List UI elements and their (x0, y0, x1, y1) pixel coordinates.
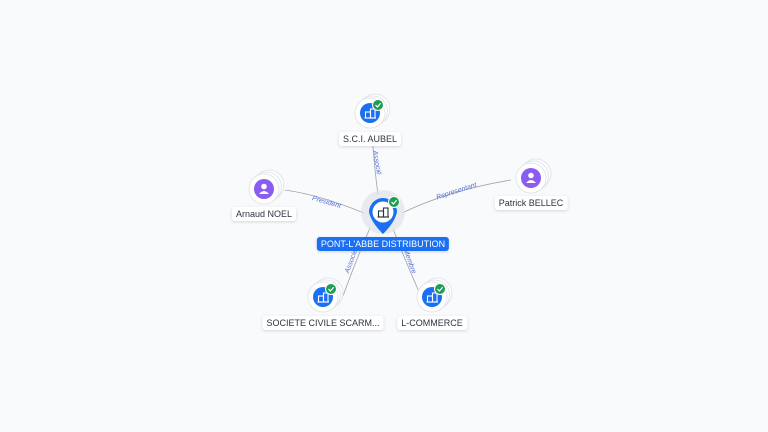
verified-check-icon (372, 99, 384, 111)
node-sci-aubel[interactable] (354, 93, 391, 129)
edge-label-societe-civile: Associé (344, 249, 359, 275)
edge-label-arnaud-noel: President (311, 195, 342, 210)
node-label-societe-civile[interactable]: SOCIETE CIVILE SCARM... (262, 316, 384, 330)
person-icon (521, 168, 541, 188)
node-l-commerce[interactable] (416, 277, 453, 313)
node-label-sci-aubel[interactable]: S.C.I. AUBEL (338, 132, 402, 146)
central-node-label[interactable]: PONT-L'ABBE DISTRIBUTION (316, 237, 450, 251)
central-node[interactable] (361, 190, 405, 234)
verified-check-icon (434, 283, 446, 295)
node-label-patrick-bellec[interactable]: Patrick BELLEC (494, 196, 568, 210)
nodes-layer (248, 93, 552, 313)
edge-label-l-commerce: Membre (402, 248, 417, 275)
verified-check-icon (388, 196, 400, 208)
node-label-l-commerce[interactable]: L-COMMERCE (397, 316, 467, 330)
node-patrick-bellec[interactable] (515, 158, 552, 194)
edge-label-patrick-bellec: Representant (435, 181, 478, 201)
edge-arnaud-noel: President (284, 189, 365, 214)
node-societe-civile[interactable] (307, 277, 344, 313)
node-arnaud-noel[interactable] (248, 169, 285, 205)
verified-check-icon (325, 283, 337, 295)
node-label-arnaud-noel[interactable]: Arnaud NOEL (231, 207, 297, 221)
edge-label-sci-aubel: Associé (371, 149, 382, 175)
building-icon (377, 207, 389, 218)
person-icon (254, 179, 274, 199)
